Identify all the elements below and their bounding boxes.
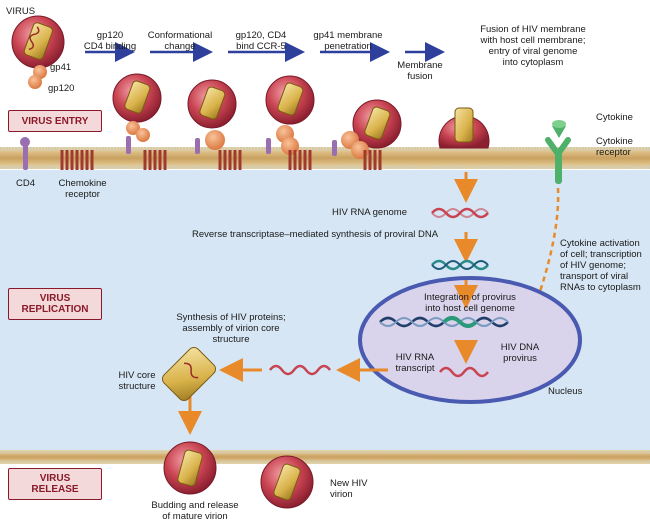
plasma-membrane-bottom	[0, 450, 650, 464]
gp41-label: gp41	[50, 62, 72, 73]
hiv-rna-genome	[431, 207, 489, 219]
chemokine-receptor	[60, 150, 382, 170]
hiv-rna-transcript	[269, 364, 489, 378]
integrated-provirus	[379, 316, 509, 328]
virus-label: VIRUS	[6, 6, 36, 17]
virion-entry-4	[332, 99, 402, 159]
stage-virus-entry: VIRUS ENTRY	[8, 110, 102, 132]
virion-fusing	[438, 107, 490, 149]
hiv-core-structure	[161, 346, 217, 402]
rt-synthesis-label: Reverse transcriptase–mediated synthesis…	[192, 229, 439, 240]
virion-new	[260, 455, 314, 509]
cytokine	[552, 120, 566, 138]
virion-free	[11, 15, 65, 89]
virion-budding	[163, 441, 217, 495]
proviral-dna	[431, 259, 489, 271]
cd4-receptor	[20, 137, 30, 170]
gp120-label: gp120	[48, 83, 75, 94]
virion-entry-1	[112, 73, 162, 154]
virion-entry-3	[265, 75, 315, 155]
rna-genome-label: HIV RNA genome	[332, 207, 407, 218]
cytokine-activation-label: Cytokine activation of cell; transcripti…	[560, 238, 642, 293]
process-arrows	[178, 172, 478, 435]
cytokine-label: Cytokine	[596, 112, 633, 123]
cd4-label: CD4	[16, 178, 36, 189]
plasma-membrane	[0, 147, 650, 169]
nucleus-label: Nucleus	[548, 386, 583, 397]
protein-synthesis-label: Synthesis of HIV proteins;assembly of vi…	[176, 312, 286, 345]
virion-entry-2	[187, 79, 237, 154]
